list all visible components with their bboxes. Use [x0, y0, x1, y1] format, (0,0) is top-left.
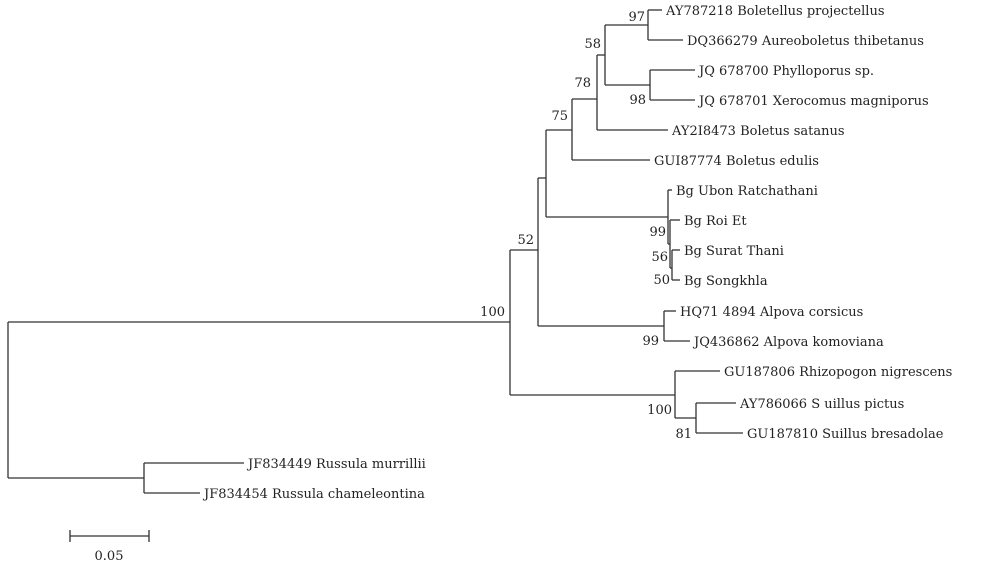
- tree-branches: [7, 9, 743, 494]
- taxon-label: JQ 678700 Phylloporus sp.: [697, 64, 874, 79]
- bootstrap-value: 98: [629, 93, 646, 108]
- bootstrap-value: 100: [647, 403, 672, 418]
- bootstrap-value: 81: [675, 427, 692, 442]
- taxon-label: Bg Songkhla: [684, 274, 768, 289]
- taxon-label: JQ436862 Alpova komoviana: [692, 335, 884, 350]
- bootstrap-value: 99: [649, 225, 666, 240]
- taxon-label: JQ 678701 Xerocomus magniporus: [697, 94, 929, 109]
- taxon-label: Bg Ubon Ratchathani: [676, 184, 818, 199]
- taxon-label: JF834454 Russula chameleontina: [202, 487, 425, 502]
- bootstrap-value: 99: [642, 334, 659, 349]
- taxon-label: AY2I8473 Boletus satanus: [671, 124, 845, 139]
- taxon-label: HQ71 4894 Alpova corsicus: [680, 305, 863, 320]
- taxon-label: GU187806 Rhizopogon nigrescens: [724, 365, 952, 380]
- bootstrap-values: 97 58 98 78 75 99 56 50 52 100 99 100 81: [480, 10, 692, 442]
- taxon-labels: AY787218 Boletellus projectellus DQ36627…: [202, 4, 952, 502]
- bootstrap-value: 97: [628, 10, 645, 25]
- taxon-label: Bg Roi Et: [684, 214, 747, 229]
- bootstrap-value: 75: [551, 109, 568, 124]
- taxon-label: JF834449 Russula murrillii: [246, 457, 426, 472]
- taxon-label: Bg Surat Thani: [684, 244, 784, 259]
- bootstrap-value: 58: [584, 37, 601, 52]
- bootstrap-value: 78: [574, 76, 591, 91]
- bootstrap-value: 52: [517, 233, 534, 248]
- taxon-label: GUI87774 Boletus edulis: [654, 154, 819, 169]
- taxon-label: GU187810 Suillus bresadolae: [747, 427, 944, 442]
- bootstrap-value: 56: [651, 250, 668, 265]
- bootstrap-value: 100: [480, 305, 505, 320]
- taxon-label: AY786066 S uillus pictus: [739, 397, 904, 412]
- bootstrap-value: 50: [653, 273, 670, 288]
- taxon-label: AY787218 Boletellus projectellus: [665, 4, 885, 19]
- scale-bar: 0.05: [69, 530, 150, 564]
- taxon-label: DQ366279 Aureoboletus thibetanus: [687, 34, 924, 49]
- scale-bar-label: 0.05: [95, 549, 124, 564]
